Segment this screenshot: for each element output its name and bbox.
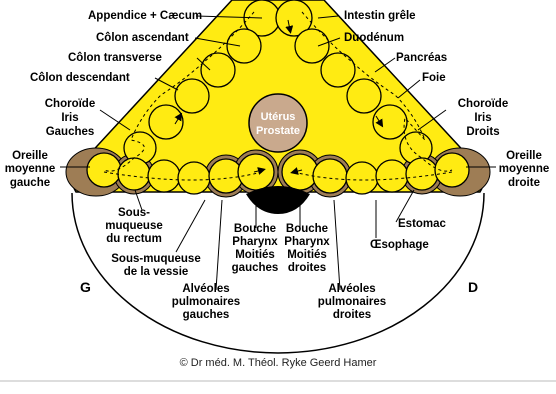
- label-bouche-d-3: Moitiés: [287, 249, 327, 261]
- organ-circle-8: [149, 105, 183, 139]
- label-estomac: Estomac: [398, 218, 447, 230]
- label-bouche-d-4: droites: [288, 262, 326, 274]
- label-sm-rectum-2: muqueuse: [105, 220, 163, 232]
- label-alveoles-g-2: pulmonaires: [172, 296, 240, 308]
- organ-circle-7: [347, 79, 381, 113]
- label-oreille-g-1: Oreille: [12, 150, 48, 162]
- uterus-prostate-circle: [249, 94, 307, 152]
- label-sm-rectum-3: du rectum: [106, 233, 162, 245]
- label-bouche-g-4: gauches: [232, 262, 279, 274]
- label-bouche-d-2: Pharynx: [284, 236, 330, 248]
- label-bouche-g-2: Pharynx: [232, 236, 278, 248]
- organ-circle-14: [148, 160, 180, 192]
- organ-circle-9: [373, 105, 407, 139]
- label-choroide-g-3: Gauches: [46, 126, 95, 138]
- label-choroide-d-2: Iris: [474, 112, 491, 124]
- organ-circle-15: [178, 162, 210, 194]
- label-alveoles-d-2: pulmonaires: [318, 296, 386, 308]
- organ-circle-19: [313, 159, 347, 193]
- label-foie: Foie: [422, 72, 446, 84]
- organ-circle-21: [376, 160, 408, 192]
- label-appendice: Appendice + Cæcum: [88, 10, 202, 22]
- label-choroide-g-1: Choroïde: [45, 98, 95, 110]
- organ-circle-4: [201, 53, 235, 87]
- organ-circle-18: [282, 154, 318, 190]
- label-oesophage: Œsophage: [370, 239, 429, 251]
- label-colon-transverse: Côlon transverse: [68, 52, 162, 64]
- side-label-left: G: [80, 279, 91, 295]
- label-bouche-d-1: Bouche: [286, 223, 328, 235]
- label-oreille-d-1: Oreille: [506, 150, 542, 162]
- label-colon-descendant: Côlon descendant: [30, 72, 130, 84]
- label-bouche-g-3: Moitiés: [235, 249, 275, 261]
- label-choroide-g-2: Iris: [61, 112, 78, 124]
- label-alveoles-d-1: Alvéoles: [328, 283, 375, 295]
- center-label-line2: Prostate: [256, 125, 300, 137]
- organ-circle-3: [295, 29, 329, 63]
- label-oreille-g-2: moyenne: [5, 163, 56, 175]
- label-intestin: Intestin grêle: [344, 10, 416, 22]
- organ-circle-20: [346, 162, 378, 194]
- organ-circle-6: [175, 79, 209, 113]
- label-sm-rectum-1: Sous-: [118, 207, 150, 219]
- organ-circle-22: [406, 158, 438, 190]
- label-duodenum: Duodénum: [344, 32, 404, 44]
- label-sm-vessie-2: de la vessie: [124, 266, 189, 278]
- label-alveoles-g-1: Alvéoles: [182, 283, 229, 295]
- label-colon-ascendant: Côlon ascendant: [96, 32, 189, 44]
- label-pancreas: Pancréas: [396, 52, 447, 64]
- label-alveoles-d-3: droites: [333, 309, 371, 321]
- side-label-right: D: [468, 279, 478, 295]
- credit-text: © Dr méd. M. Théol. Ryke Geerd Hamer: [180, 357, 377, 369]
- label-oreille-d-3: droite: [508, 177, 540, 189]
- label-bouche-g-1: Bouche: [234, 223, 276, 235]
- label-choroide-d-3: Droits: [466, 126, 499, 138]
- organ-circle-12: [87, 153, 121, 187]
- organ-circle-2: [227, 29, 261, 63]
- organ-circle-5: [321, 53, 355, 87]
- label-choroide-d-1: Choroïde: [458, 98, 508, 110]
- label-oreille-d-2: moyenne: [499, 163, 550, 175]
- center-label-line1: Utérus: [261, 111, 296, 123]
- label-alveoles-g-3: gauches: [183, 309, 230, 321]
- label-oreille-g-3: gauche: [10, 177, 50, 189]
- label-sm-vessie-1: Sous-muqueuse: [111, 253, 200, 265]
- organ-circle-13: [118, 158, 150, 190]
